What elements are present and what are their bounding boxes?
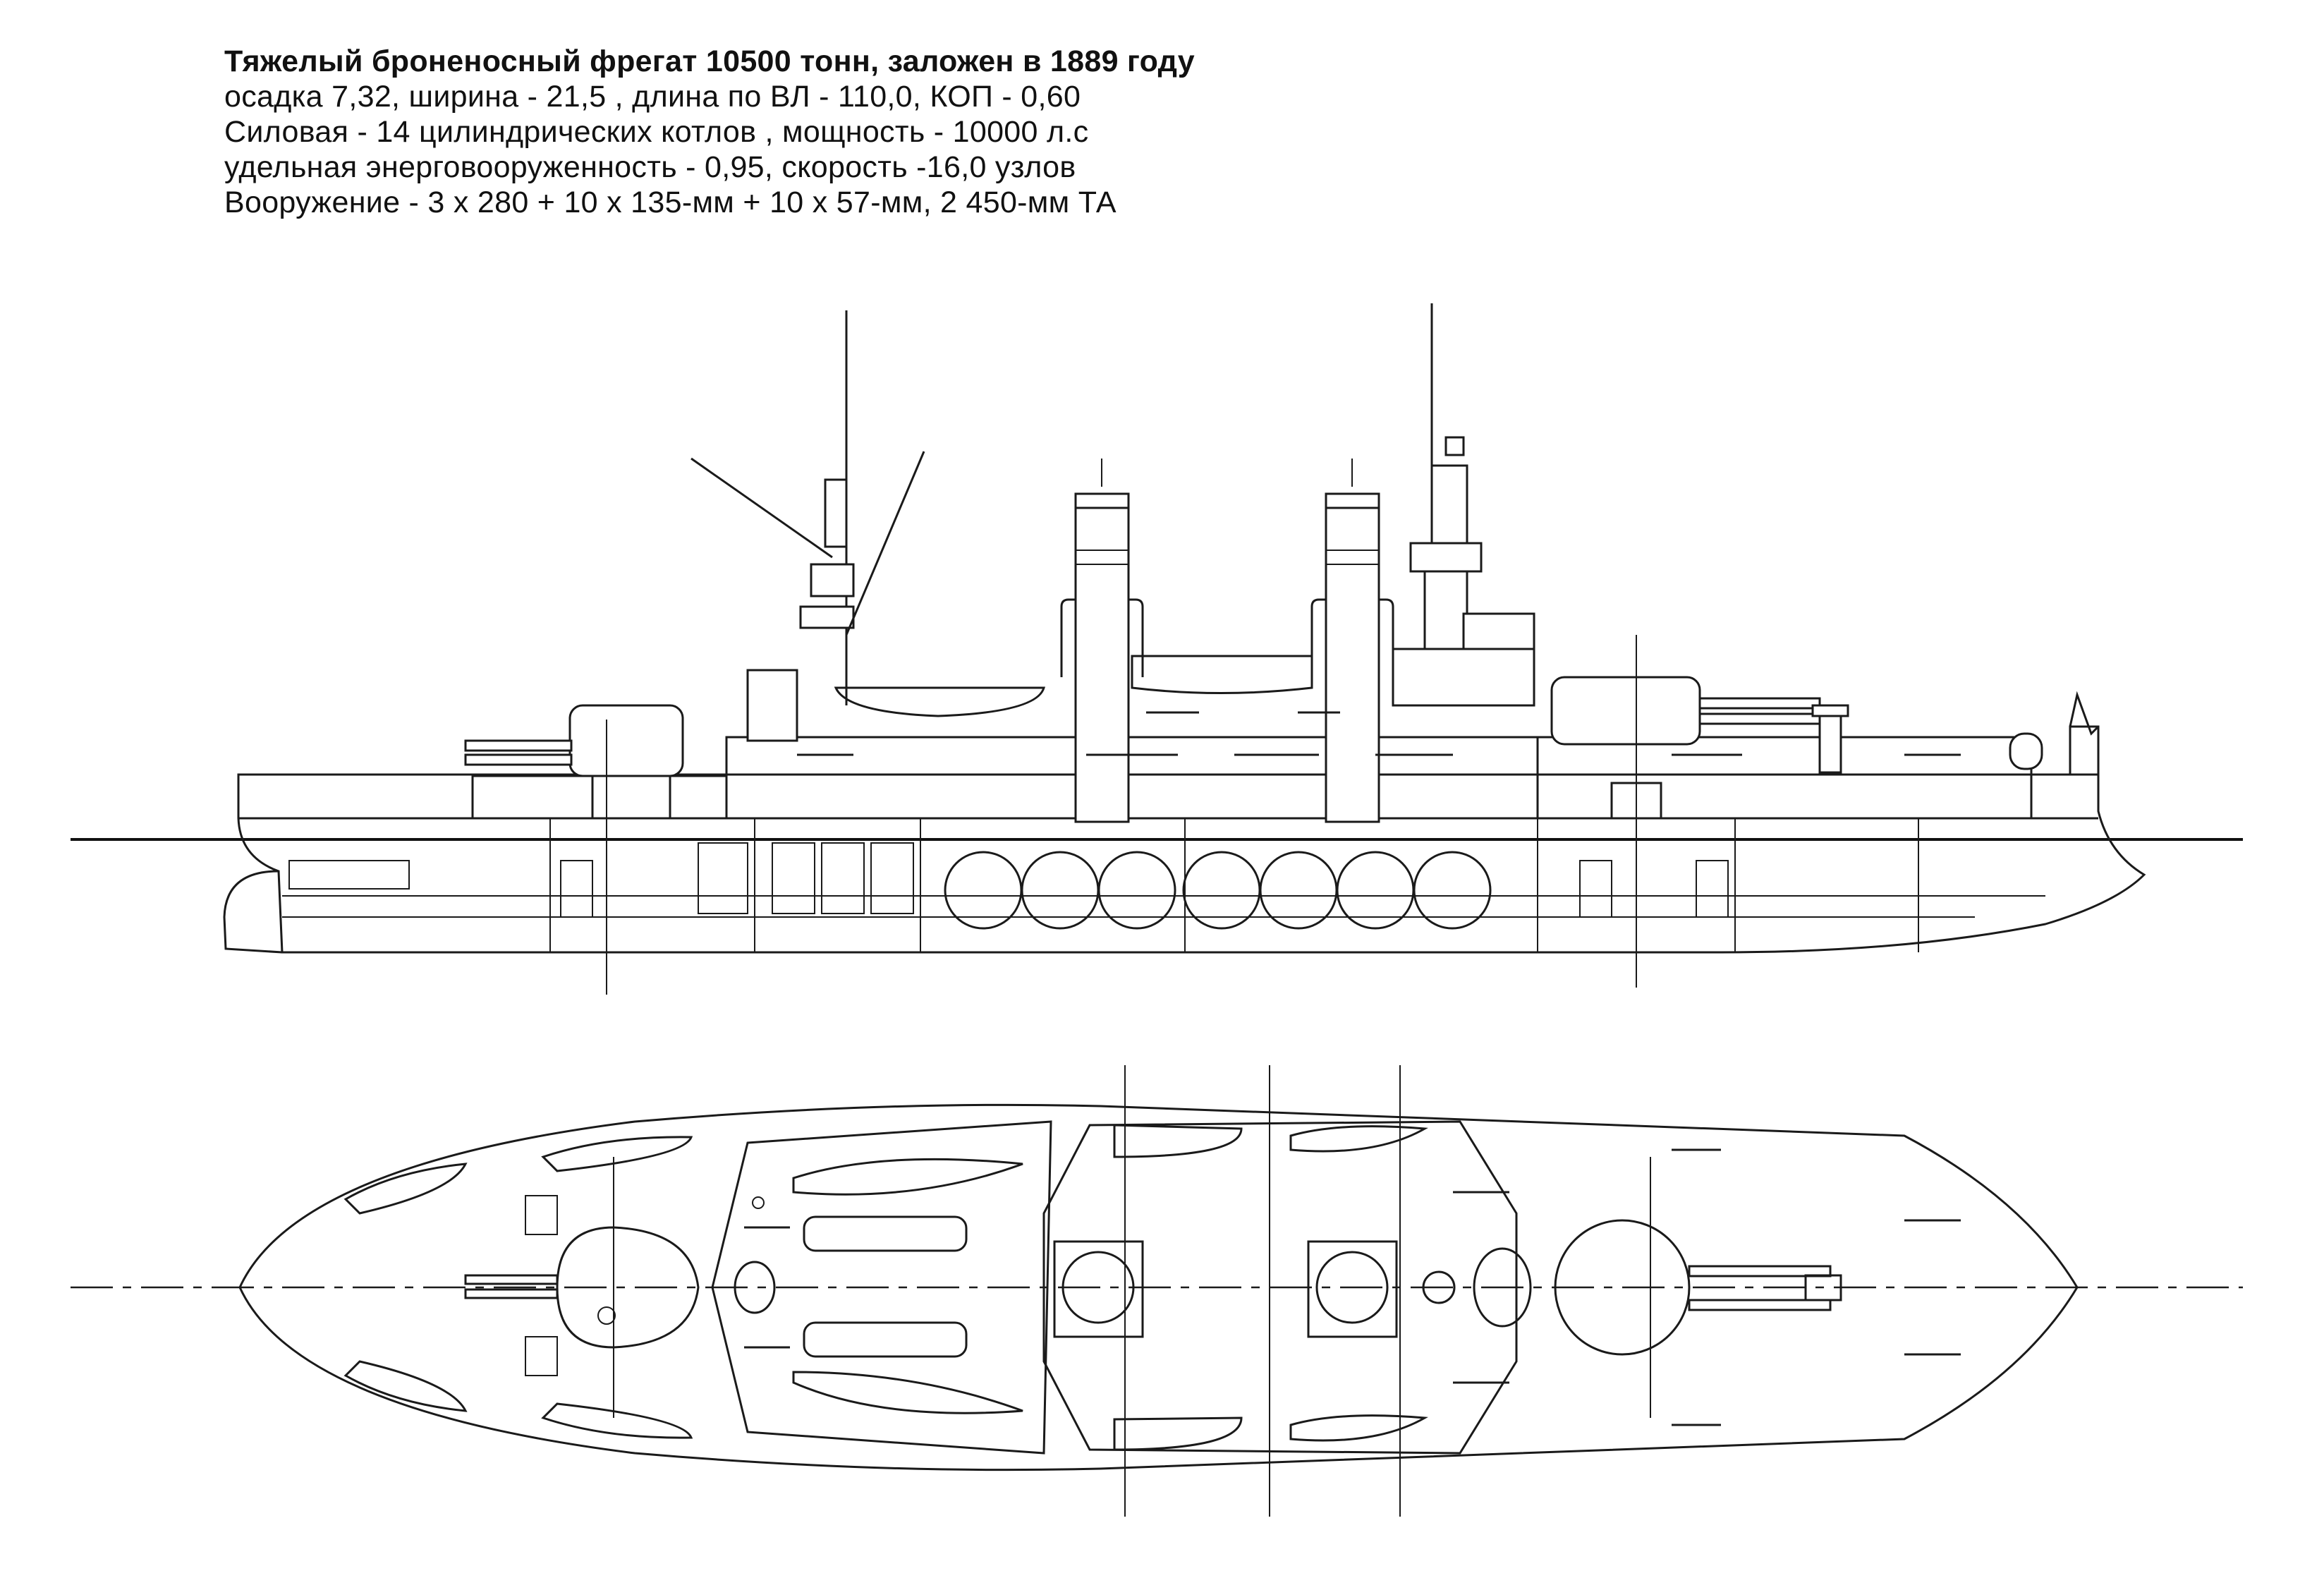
- stern-counter: [223, 870, 283, 954]
- casemate-band: [725, 736, 1539, 820]
- deck-outline: [238, 1103, 2079, 1471]
- caption-dimensions: осадка 7,32, ширина - 21,5 , длина по ВЛ…: [224, 80, 1081, 114]
- plan-foremast: [1422, 1270, 1456, 1304]
- casemate-guns: [797, 711, 1961, 756]
- fore-capstan: [1811, 704, 1849, 774]
- plan-davit-lines: [613, 1065, 1651, 1517]
- plan-hatch-aft-stbd: [525, 1336, 558, 1376]
- aft-bridge: [746, 669, 798, 742]
- boiler-7: [1413, 851, 1492, 930]
- steering-gear: [288, 860, 410, 890]
- plan-hatch-aft-port: [525, 1195, 558, 1235]
- caption-powerplant: Силовая - 14 цилиндрических котлов , мощ…: [224, 115, 1089, 149]
- foremast: [1409, 303, 1535, 705]
- mainmast: [690, 310, 925, 705]
- hull-outline: [237, 725, 2146, 954]
- caption-title: Тяжелый броненосный фрегат 10500 тонн, з…: [224, 44, 1196, 78]
- aft-deckhouse-outline: [711, 1120, 1052, 1455]
- fore-magazine-1: [1579, 860, 1612, 918]
- boiler-3: [1097, 851, 1176, 930]
- plan-conning-tower: [1473, 1247, 1532, 1328]
- midship-casemate-outline: [1042, 1120, 1518, 1455]
- amidships-boat: [1131, 655, 1313, 694]
- plan-secondary-guns: [744, 1148, 1961, 1426]
- fore-magazine-2: [1696, 860, 1729, 918]
- aft-funnel: [1060, 459, 1144, 823]
- plan-fore-turret: [1554, 1219, 1842, 1356]
- engine-room: [698, 842, 914, 914]
- plan-funnels: [1053, 1240, 1398, 1338]
- plan-mainmast: [734, 1261, 776, 1314]
- deck-plan-view: [71, 1065, 2243, 1517]
- aft-magazine: [560, 860, 593, 918]
- frame-lines: [549, 635, 1919, 995]
- side-profile-view: [71, 303, 2243, 995]
- boilers: [944, 851, 1492, 930]
- fore-funnel: [1310, 459, 1394, 823]
- specification-caption: Тяжелый броненосный фрегат 10500 тонн, з…: [224, 44, 1195, 220]
- fore-main-turret: [1550, 676, 1821, 820]
- aft-deck-boat: [834, 686, 1045, 717]
- fore-bridge: [1392, 648, 1535, 707]
- fore-superstructure: [1536, 736, 2033, 820]
- bow-stem: [2069, 691, 2100, 736]
- plan-ventilator: [752, 1196, 765, 1209]
- caption-performance: удельная энерговооруженность - 0,95, ско…: [224, 150, 1076, 184]
- aft-main-turret: [464, 704, 684, 820]
- aft-superstructure: [471, 775, 728, 820]
- hawse-pipe: [2009, 732, 2043, 770]
- plan-aft-turret: [464, 1226, 700, 1349]
- caption-armament: Вооружение - 3 х 280 + 10 х 135-мм + 10 …: [224, 186, 1117, 219]
